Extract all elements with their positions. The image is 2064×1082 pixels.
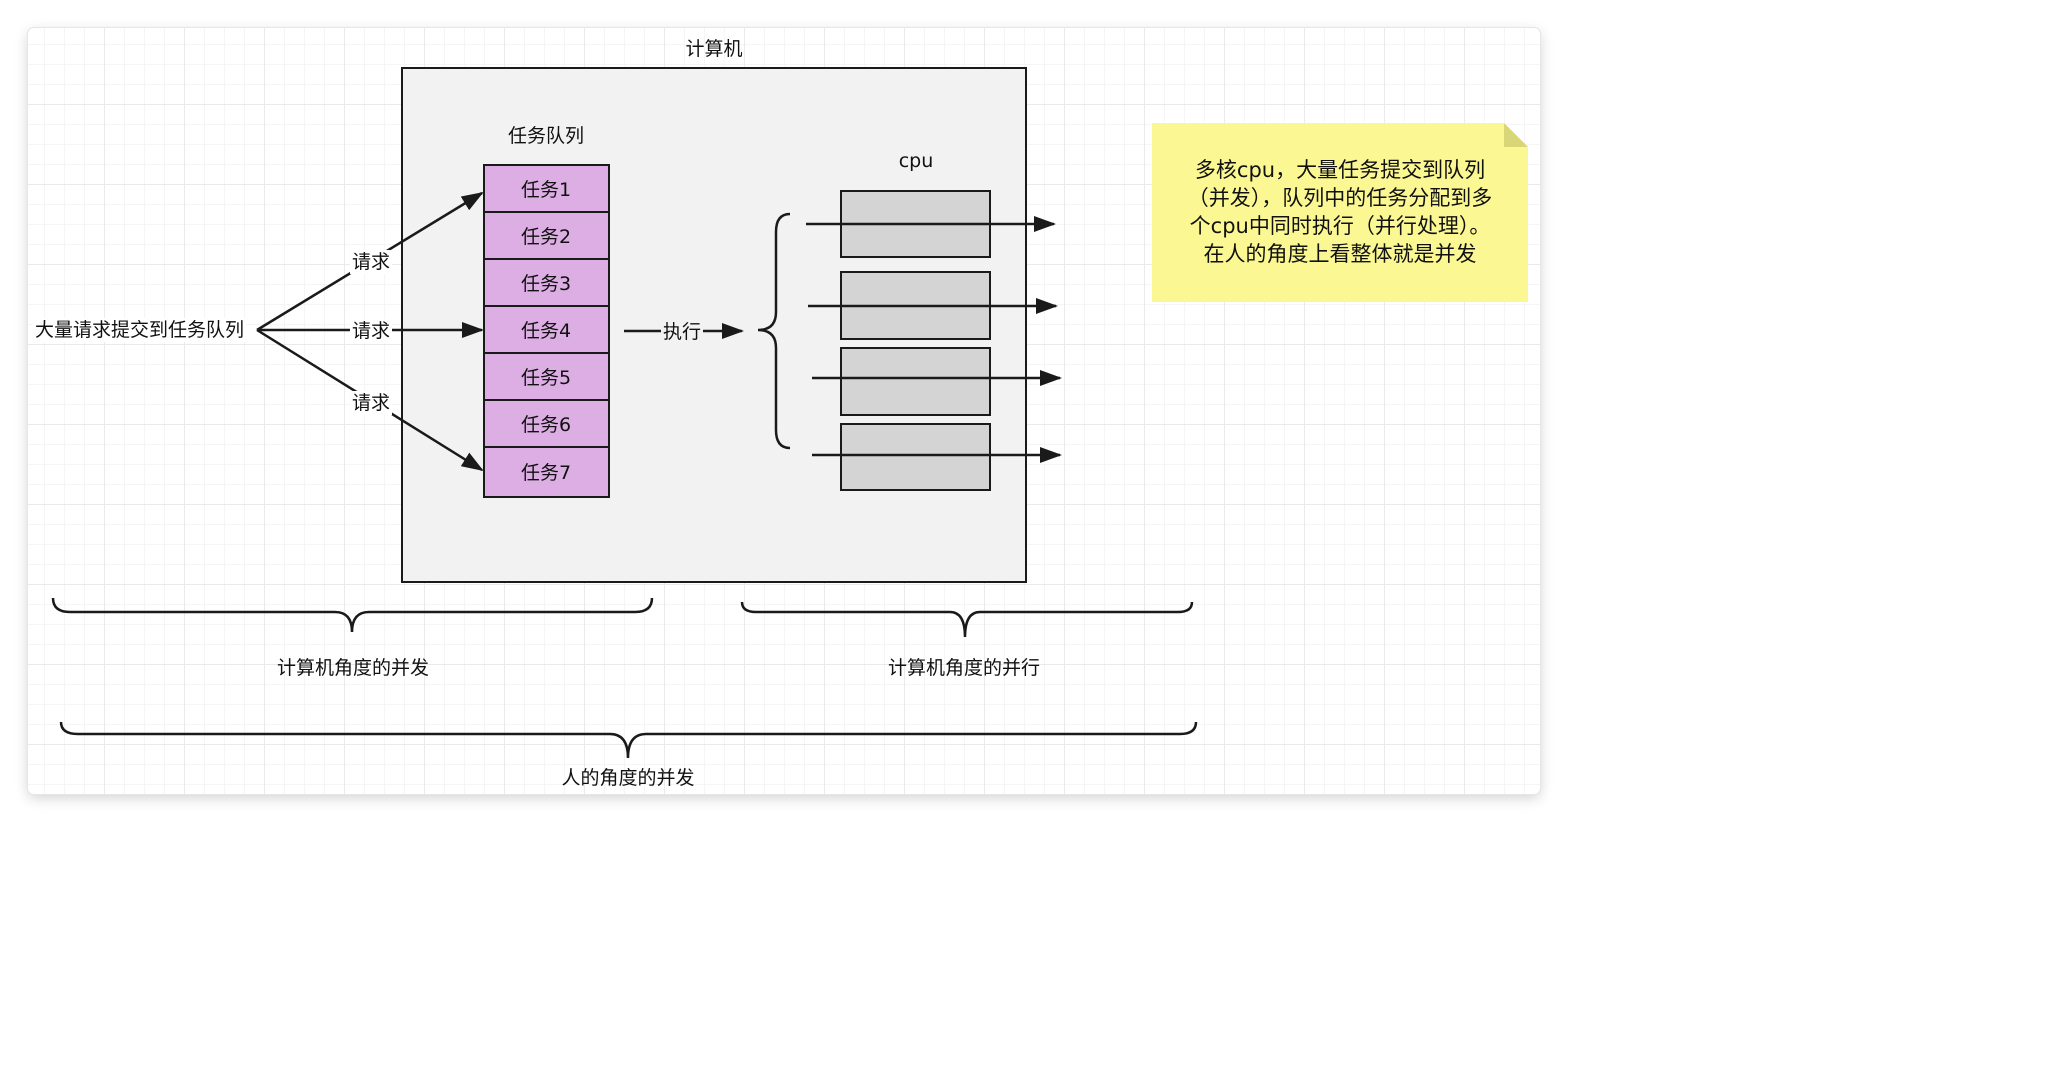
request-label-mid: 请求 — [349, 319, 393, 343]
task-label-4: 任务4 — [520, 320, 572, 342]
brace-computer-parallel — [740, 601, 1194, 638]
task-label-1: 任务1 — [520, 179, 572, 201]
bottom-braces — [51, 597, 1198, 759]
task-cell-1 — [483, 164, 610, 213]
note-line-1: 多核cpu，大量任务提交到队列 — [1194, 158, 1486, 182]
brace-computer-concurrency — [51, 597, 654, 633]
request-label-top: 请求 — [349, 250, 393, 274]
cpu-box-3 — [840, 347, 991, 416]
cpu-title: cpu — [898, 150, 934, 172]
note-line-2: （并发），队列中的任务分配到多 — [1187, 186, 1493, 210]
task-label-7: 任务7 — [520, 462, 572, 484]
request-source-label: 大量请求提交到任务队列 — [33, 318, 247, 342]
cpu-box-4 — [840, 423, 991, 491]
cpu-output-arrows — [806, 216, 1062, 463]
note-text: 多核cpu，大量任务提交到队列 （并发），队列中的任务分配到多 个cpu中同时执… — [1162, 156, 1518, 268]
task-cell-6 — [483, 399, 610, 448]
task-cell-7 — [483, 446, 610, 498]
task-cell-4 — [483, 305, 610, 354]
execute-label: 执行 — [660, 320, 704, 344]
brace-human-concurrency — [59, 721, 1198, 759]
task-cell-5 — [483, 352, 610, 401]
cpu-brace — [757, 212, 791, 450]
task-label-3: 任务3 — [520, 273, 572, 295]
diagram-svg — [51, 67, 1528, 759]
note-line-3: 个cpu中同时执行（并行处理）。 — [1189, 214, 1491, 238]
request-label-bottom: 请求 — [349, 391, 393, 415]
task-label-6: 任务6 — [520, 414, 572, 436]
task-label-2: 任务2 — [520, 226, 572, 248]
computer-title: 计算机 — [685, 38, 743, 60]
brace-label-computer-concurrency: 计算机角度的并发 — [276, 657, 430, 679]
note-line-4: 在人的角度上看整体就是并发 — [1203, 242, 1477, 266]
brace-label-computer-parallel: 计算机角度的并行 — [887, 657, 1041, 679]
sticky-note — [1152, 123, 1528, 302]
task-label-5: 任务5 — [520, 367, 572, 389]
task-queue — [483, 164, 610, 498]
task-cell-2 — [483, 211, 610, 260]
brace-label-human-concurrency: 人的角度的并发 — [561, 767, 695, 789]
queue-title: 任务队列 — [507, 125, 585, 147]
